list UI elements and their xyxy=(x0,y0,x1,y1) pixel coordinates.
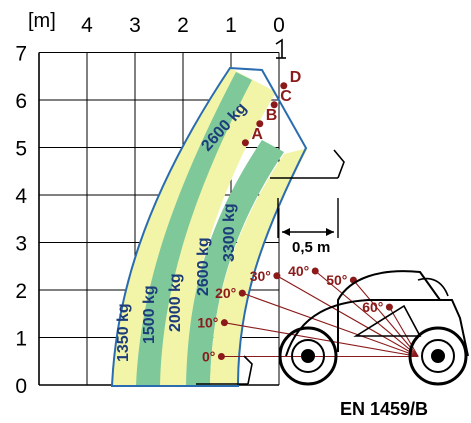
x-axis-ticks: 4 3 2 1 0 xyxy=(81,14,285,37)
boom-angle-label: 40° xyxy=(288,263,309,279)
fork-right-icon xyxy=(270,149,345,179)
boom-angle-dot xyxy=(273,272,281,280)
boom-angle-dot xyxy=(220,319,228,327)
x-tick-label: 2 xyxy=(177,14,189,37)
fork-top-icon xyxy=(275,38,286,59)
boom-angle-dot xyxy=(238,289,246,297)
x-axis-unit: [m] xyxy=(28,10,56,32)
boom-angle-line xyxy=(314,270,419,357)
capacity-label: 1350 kg xyxy=(115,303,132,362)
y-axis-ticks: 0 1 2 3 4 5 6 7 xyxy=(15,43,27,399)
extension-label: B xyxy=(266,107,278,124)
zone-yellow-inner xyxy=(210,148,308,386)
extension-label: D xyxy=(290,69,302,86)
boom-angle-line xyxy=(276,275,419,357)
boom-angle-dot xyxy=(311,267,319,275)
dimension-arrow xyxy=(277,198,339,238)
fork-bottom-icon xyxy=(196,355,253,385)
y-tick-label: 5 xyxy=(15,138,27,161)
boom-angle-label: 10° xyxy=(197,315,218,331)
y-tick-label: 6 xyxy=(15,90,27,113)
extension-dot xyxy=(256,120,264,128)
x-tick-label: 3 xyxy=(129,14,141,37)
telehandler-icon xyxy=(278,270,469,386)
x-tick-label: 4 xyxy=(81,14,93,37)
load-envelope xyxy=(110,66,308,387)
capacity-labels: 1350 kg 1500 kg 2000 kg 2600 kg 3300 kg xyxy=(115,203,238,362)
y-tick-label: 7 xyxy=(15,43,27,66)
y-tick-label: 3 xyxy=(15,233,27,256)
extension-label: C xyxy=(280,88,292,105)
x-tick-label: 0 xyxy=(273,14,285,37)
boom-angle-label: 20° xyxy=(215,285,236,301)
zone-green-2600 xyxy=(186,140,284,386)
capacity-label: 2000 kg xyxy=(167,273,184,332)
y-tick-label: 0 xyxy=(15,375,27,398)
zone-green-1500 xyxy=(136,72,252,386)
capacity-label: 1500 kg xyxy=(141,285,158,344)
boom-angle-dot xyxy=(217,353,225,360)
y-tick-label: 4 xyxy=(15,185,27,208)
capacity-label: 3300 kg xyxy=(221,203,238,262)
standard-label: EN 1459/B xyxy=(340,399,428,419)
extension-dot xyxy=(270,101,278,109)
boom-angle-line xyxy=(388,306,419,357)
capacity-label: 2600 kg xyxy=(195,237,212,296)
boom-angle-label: 60° xyxy=(362,299,383,315)
boom-angle-label: 50° xyxy=(326,272,347,288)
extension-dot xyxy=(241,139,249,147)
extension-dot xyxy=(280,82,288,90)
extension-label: A xyxy=(251,126,263,143)
y-tick-label: 2 xyxy=(15,280,27,303)
boom-angle-dot xyxy=(385,303,393,311)
boom-angle-line xyxy=(224,322,419,358)
dimension-note: 0,5 m xyxy=(292,239,330,256)
x-tick-label: 1 xyxy=(225,14,237,37)
boom-angle-label: 0° xyxy=(202,349,215,365)
boom-angle-label: 30° xyxy=(250,268,271,284)
y-tick-label: 1 xyxy=(15,328,27,351)
envelope-outline xyxy=(110,66,308,387)
boom-angle-line xyxy=(242,292,419,358)
boom-angle-lines: 0° 10° 20° 30° 40° 50° 60° xyxy=(197,263,419,365)
